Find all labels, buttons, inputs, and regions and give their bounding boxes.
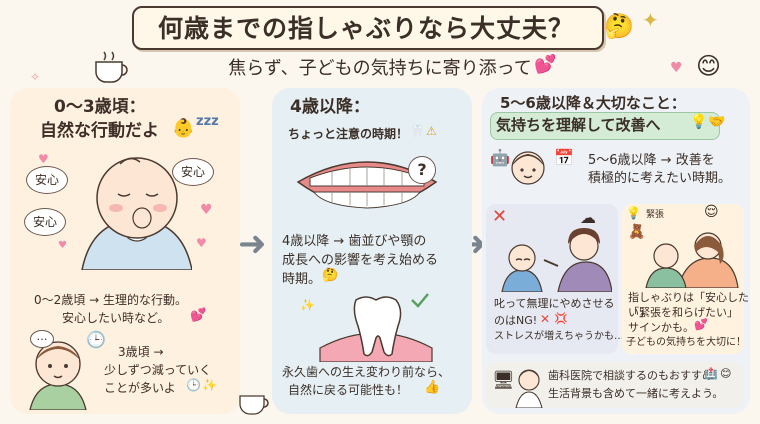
ng-text-line3: ストレスが増えちゃうかも… bbox=[494, 331, 624, 342]
ng-text-line1: 叱って無理にやめさせる bbox=[494, 297, 615, 310]
smiley-icon: 😊 bbox=[696, 52, 722, 80]
warning-icon: ⚠ bbox=[426, 124, 437, 138]
panel2-text-b-line2: 自然に戻る可能性も！ bbox=[288, 383, 409, 397]
panel1-text-b-line3: ことが多いよ bbox=[104, 381, 176, 395]
page-subtitle: 焦らず、子どもの気持ちに寄り添って bbox=[228, 58, 532, 79]
sparkle-icon: ✨ bbox=[202, 378, 217, 392]
panel3-text-top-line2: 積極的に考えたい時期。 bbox=[588, 171, 732, 186]
heart-icon: 💕 bbox=[190, 308, 207, 323]
computer-icon: 🖥 bbox=[492, 370, 515, 391]
coffee-cup-icon bbox=[239, 395, 269, 415]
panel1-text-b-line2: 少しずつ減っていく bbox=[104, 363, 212, 377]
scolding-illustration bbox=[501, 228, 612, 292]
child-face-illustration bbox=[511, 151, 545, 185]
heart-icon: ♥ bbox=[58, 240, 67, 251]
tooth-icon: 🦷 bbox=[410, 124, 425, 138]
panel3-ribbon bbox=[490, 112, 720, 140]
panel3-heading-line1: 5〜6歳以降＆大切なこと： bbox=[500, 94, 686, 112]
sparkle-icon: ✨ bbox=[300, 298, 315, 312]
panel1-heading-line1: 0〜3歳頃： bbox=[54, 97, 146, 117]
sleep-zzz-icon: zzz bbox=[196, 114, 219, 129]
heart-icon: ♥ bbox=[200, 202, 213, 218]
cross-mark-icon: ✕ bbox=[492, 206, 508, 227]
cross-mark-icon: ✕ bbox=[540, 312, 551, 326]
panel1-text-b-line1: 3歳頃 → bbox=[118, 345, 164, 359]
hospital-icon: 🏥 bbox=[704, 367, 718, 380]
thumbs-up-icon: 👍 bbox=[424, 380, 441, 395]
comfort-text-line1: 指しゃぶりは「安心したい」 bbox=[628, 291, 749, 319]
hug-illustration bbox=[645, 232, 739, 288]
child-illustration bbox=[29, 341, 87, 410]
panel1-text-a-line1: 0〜2歳頃 → 生理的な行動。 bbox=[34, 293, 187, 307]
clock-icon: 🕒 bbox=[186, 378, 201, 392]
sparkle-icon: ✦ bbox=[642, 8, 659, 32]
anshin-bubble-2: 安心 bbox=[172, 158, 214, 186]
anshin-bubble-1: 安心 bbox=[26, 166, 68, 194]
cloud-icon: ☁ bbox=[580, 208, 596, 227]
heart-icon: 💕 bbox=[694, 318, 708, 331]
heart-icon: 💕 bbox=[534, 54, 557, 75]
teeth-mouth-illustration bbox=[296, 161, 438, 209]
thinking-face-icon: 🤔 bbox=[604, 12, 634, 40]
calendar-icon: 📅 bbox=[554, 148, 574, 167]
panel2-subheading: ちょっと注意の時期！ bbox=[288, 127, 409, 141]
robot-icon: 🤖 bbox=[490, 148, 510, 167]
clock-icon: 🕒 bbox=[86, 330, 106, 349]
dentist-illustration bbox=[515, 369, 543, 408]
thinking-face-icon: 🤔 bbox=[322, 268, 339, 283]
heart-icon: ♥ bbox=[670, 60, 683, 76]
page-title: 何歳までの指しゃぶりなら大丈夫？ bbox=[157, 14, 574, 43]
baby-illustration bbox=[81, 157, 192, 270]
dentist-text-line2: 生活背景も含めて一緒に考えよう。 bbox=[548, 387, 724, 400]
heart-icon: ♥ bbox=[38, 152, 49, 166]
arrow-right-icon: ➜ bbox=[238, 224, 267, 264]
light-bulb-icon: 💡 bbox=[626, 206, 641, 220]
light-bulb-icon: 💡 bbox=[690, 114, 708, 130]
panel2-text-a-line2: 成長への影響を考え始める bbox=[282, 253, 439, 268]
panel2-heading: 4歳以降： bbox=[290, 97, 370, 117]
comfort-text-line4: 子どもの気持ちを大切に！ bbox=[626, 337, 746, 348]
panel3-text-top-line1: 5〜6歳以降 → 改善を bbox=[588, 153, 715, 168]
smiley-icon: 😊 bbox=[720, 367, 732, 380]
handshake-icon: 🤝 bbox=[708, 114, 726, 130]
anger-icon: 💢 bbox=[554, 312, 568, 325]
coffee-cup-icon bbox=[95, 51, 128, 83]
title-frame bbox=[132, 6, 604, 50]
panel2-text-a-line3: 時期。 bbox=[282, 272, 322, 287]
panel3-heading-line2: 気持ちを理解して改善へ bbox=[496, 116, 661, 134]
teddy-bear-icon: 🧸 bbox=[628, 224, 646, 240]
panel1-text-a-line2: 安心したい時など。 bbox=[62, 311, 170, 325]
dentist-text-line1: 歯科医院で相談するのもおすすめ！ bbox=[548, 369, 724, 382]
sleepy-face-icon: 😌 bbox=[704, 204, 719, 220]
star-icon: ✧ bbox=[30, 70, 41, 84]
question-bubble: ? bbox=[408, 156, 436, 184]
panel1-heading-line2: 自然な行動だよ bbox=[40, 121, 159, 141]
ng-text-line2: のはNG! bbox=[494, 314, 538, 327]
speech-bubble: … bbox=[30, 330, 54, 348]
panel2-text-a-line1: 4歳以降 → 歯並びや顎の bbox=[282, 234, 427, 249]
heart-icon: ♥ bbox=[196, 236, 207, 250]
tense-bubble: 緊張 bbox=[646, 210, 665, 220]
anshin-bubble-3: 安心 bbox=[24, 208, 66, 236]
panel2-text-b-line1: 永久歯への生え変わり前なら、 bbox=[282, 365, 451, 379]
comfort-text-line3: サインかも。 bbox=[628, 321, 694, 334]
tooth-illustration bbox=[319, 293, 433, 362]
comfort-text-line2: 「緊張を和らげたい」 bbox=[628, 306, 738, 319]
baby-face-icon: 👶 bbox=[172, 118, 195, 139]
